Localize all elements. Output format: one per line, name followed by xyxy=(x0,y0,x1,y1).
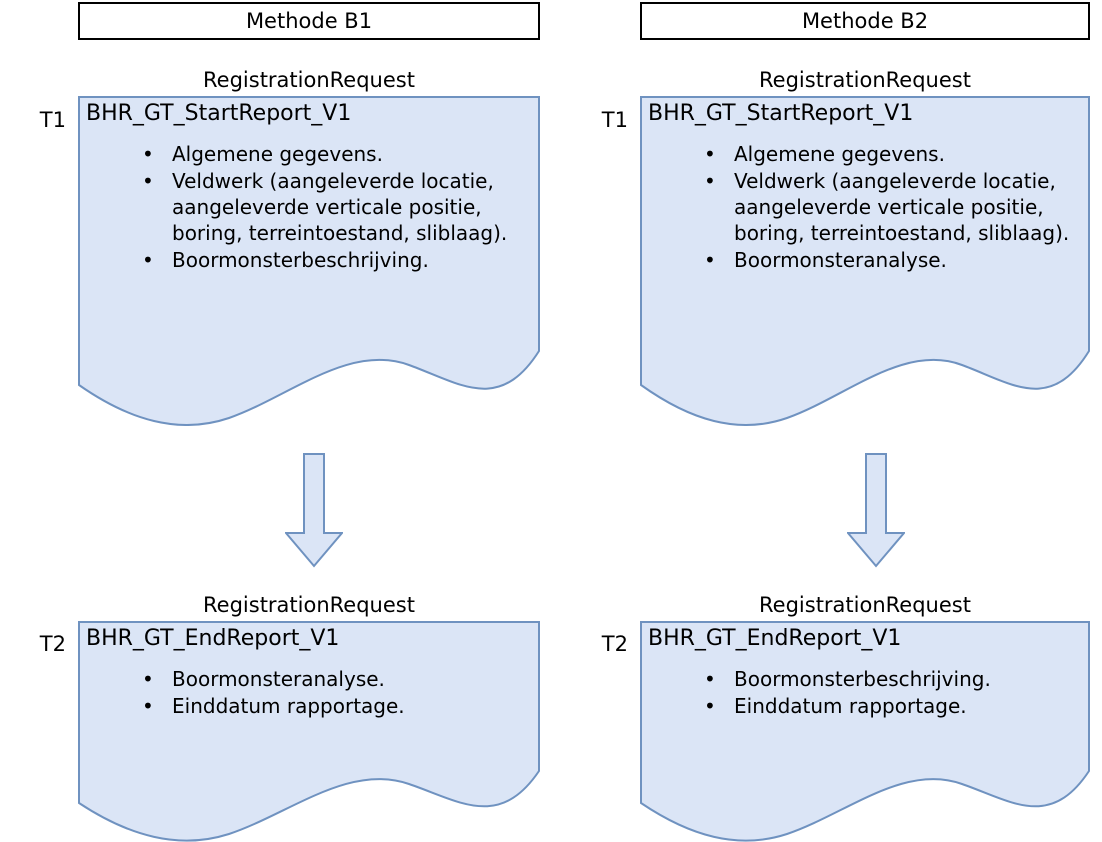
list-item-text: Boormonsterbeschrijving. xyxy=(734,666,991,691)
bullet-icon: • xyxy=(704,247,716,272)
bullet-icon: • xyxy=(142,247,154,272)
list-item-text: Algemene gegevens. xyxy=(734,141,945,166)
list-item: • Boormonsterbeschrijving. xyxy=(142,247,532,273)
list-item: • Algemene gegevens. xyxy=(142,141,532,167)
time-label-b1-t2: T2 xyxy=(39,632,66,656)
bullet-icon: • xyxy=(704,168,716,193)
document-content: BHR_GT_EndReport_V1 • Boormonsteranalyse… xyxy=(78,621,540,720)
document-b2-t2: BHR_GT_EndReport_V1 • Boormonsterbeschri… xyxy=(640,621,1090,842)
list-item: • Algemene gegevens. xyxy=(704,141,1082,167)
method-header-b2-label: Methode B2 xyxy=(801,8,929,33)
list-item-text: Boormonsteranalyse. xyxy=(734,247,947,272)
list-item-text: Boormonsterbeschrijving. xyxy=(172,247,429,272)
document-content: BHR_GT_StartReport_V1 • Algemene gegeven… xyxy=(78,96,540,274)
flow-arrow-down-b2 xyxy=(847,453,905,568)
list-item-text: Algemene gegevens. xyxy=(172,141,383,166)
document-title: BHR_GT_StartReport_V1 xyxy=(86,101,352,126)
method-header-b1: Methode B1 xyxy=(78,2,540,40)
bullet-icon: • xyxy=(704,666,716,691)
document-content: BHR_GT_EndReport_V1 • Boormonsterbeschri… xyxy=(640,621,1090,720)
document-b2-t1: BHR_GT_StartReport_V1 • Algemene gegeven… xyxy=(640,96,1090,426)
time-label-b1-t1: T1 xyxy=(39,108,66,132)
document-wave-shape xyxy=(640,621,1090,842)
document-wave-shape xyxy=(78,96,540,426)
time-label-b2-t2: T2 xyxy=(601,632,628,656)
list-item: • Veldwerk (aangeleverde locatie, aangel… xyxy=(704,168,1082,246)
document-bullet-list: • Boormonsterbeschrijving. • Einddatum r… xyxy=(648,666,1082,719)
document-b1-t2: BHR_GT_EndReport_V1 • Boormonsteranalyse… xyxy=(78,621,540,842)
request-caption-b2-t1: RegistrationRequest xyxy=(759,68,971,92)
document-bullet-list: • Algemene gegevens. • Veldwerk (aangele… xyxy=(648,141,1082,273)
method-header-b1-label: Methode B1 xyxy=(245,8,373,33)
request-caption-b1-t1: RegistrationRequest xyxy=(203,68,415,92)
document-wave-shape xyxy=(78,621,540,842)
bullet-icon: • xyxy=(142,666,154,691)
bullet-icon: • xyxy=(704,693,716,718)
list-item: • Veldwerk (aangeleverde locatie, aangel… xyxy=(142,168,532,246)
bullet-icon: • xyxy=(142,168,154,193)
list-item-text: Boormonsteranalyse. xyxy=(172,666,385,691)
document-title: BHR_GT_StartReport_V1 xyxy=(648,101,914,126)
document-title: BHR_GT_EndReport_V1 xyxy=(86,626,340,651)
request-caption-b2-t2: RegistrationRequest xyxy=(759,593,971,617)
bullet-icon: • xyxy=(704,141,716,166)
document-wave-shape xyxy=(640,96,1090,426)
list-item: • Einddatum rapportage. xyxy=(704,693,1082,719)
request-caption-b1-t2: RegistrationRequest xyxy=(203,593,415,617)
document-b1-t1: BHR_GT_StartReport_V1 • Algemene gegeven… xyxy=(78,96,540,426)
document-bullet-list: • Boormonsteranalyse. • Einddatum rappor… xyxy=(86,666,532,719)
flow-arrow-down-b1 xyxy=(285,453,343,568)
bullet-icon: • xyxy=(142,693,154,718)
arrow-down-icon xyxy=(285,453,343,568)
arrow-down-icon xyxy=(847,453,905,568)
list-item: • Boormonsteranalyse. xyxy=(142,666,532,692)
list-item: • Boormonsteranalyse. xyxy=(704,247,1082,273)
method-header-b2: Methode B2 xyxy=(640,2,1090,40)
document-title: BHR_GT_EndReport_V1 xyxy=(648,626,902,651)
time-label-b2-t1: T1 xyxy=(601,108,628,132)
list-item-text: Veldwerk (aangeleverde locatie, aangelev… xyxy=(734,168,1070,245)
list-item-text: Veldwerk (aangeleverde locatie, aangelev… xyxy=(172,168,508,245)
bullet-icon: • xyxy=(142,141,154,166)
list-item-text: Einddatum rapportage. xyxy=(734,693,967,718)
list-item-text: Einddatum rapportage. xyxy=(172,693,405,718)
document-content: BHR_GT_StartReport_V1 • Algemene gegeven… xyxy=(640,96,1090,274)
list-item: • Boormonsterbeschrijving. xyxy=(704,666,1082,692)
document-bullet-list: • Algemene gegevens. • Veldwerk (aangele… xyxy=(86,141,532,273)
list-item: • Einddatum rapportage. xyxy=(142,693,532,719)
